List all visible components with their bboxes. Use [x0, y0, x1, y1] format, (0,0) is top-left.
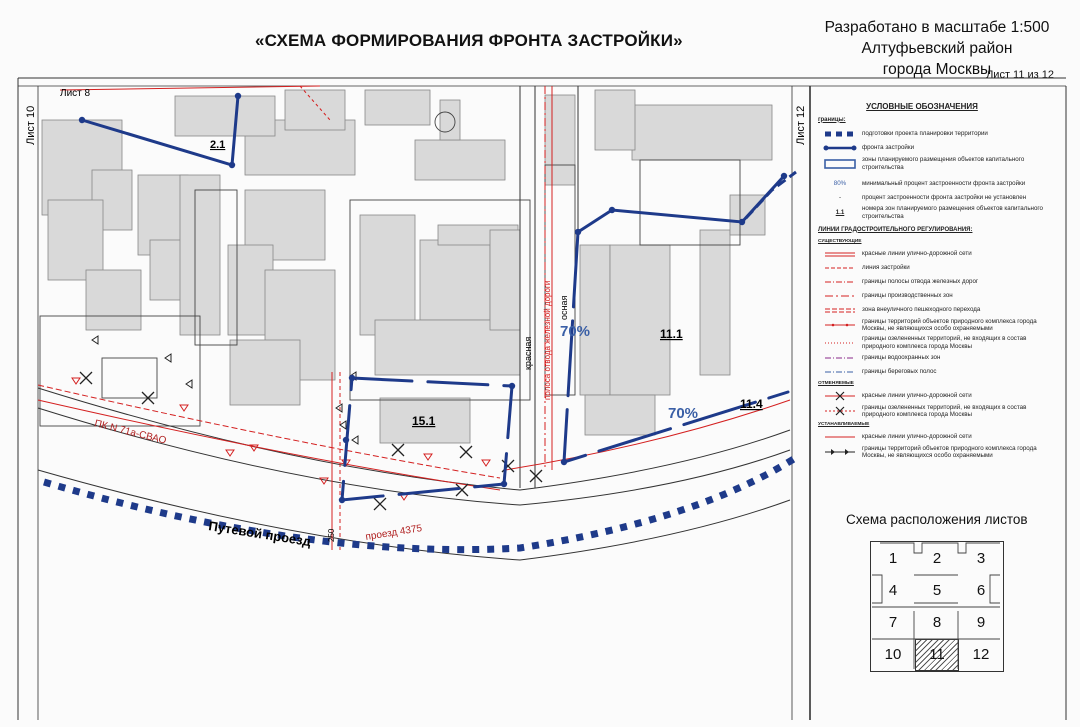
zone-label-15-1: 15.1: [412, 414, 436, 428]
legend-item: линия застройки: [818, 262, 1050, 274]
red-line-osnovnaya-label: осная: [559, 296, 569, 320]
legend-item: границы территорий объектов природного к…: [818, 445, 1050, 460]
sheet-left-label: Лист 10: [25, 106, 37, 145]
frontage-line-icon: [818, 142, 862, 154]
street-4375-label: проезд 4375: [365, 523, 424, 543]
legend-item: границы производственных зон: [818, 290, 1050, 302]
blue-dashed-thick-icon: [818, 128, 862, 140]
legend-sub-cancelled: ОТМЕНЯЕМЫЕ: [818, 381, 854, 387]
legend-item: границы территорий объектов природного к…: [818, 318, 1050, 333]
legend-item: 1.1 номера зон планируемого размещения о…: [818, 205, 1050, 220]
page-title: «СХЕМА ФОРМИРОВАНИЯ ФРОНТА ЗАСТРОЙКИ»: [255, 31, 683, 50]
key-cell-12: 12: [972, 646, 990, 664]
legend-panel: УСЛОВНЫЕ ОБОЗНАЧЕНИЯ границы: подготовки…: [818, 103, 1050, 462]
legend-sub-existing: СУЩЕСТВУЮЩИЕ: [818, 239, 862, 245]
key-cell-1: 1: [888, 549, 898, 567]
planning-boundary: [43, 452, 802, 554]
legend-section-lines: ЛИНИИ ГРАДОСТРОИТЕЛЬНОГО РЕГУЛИРОВАНИЯ:: [818, 226, 973, 233]
cancelled-marks: [79, 371, 543, 511]
water-zone-line-icon: [818, 352, 862, 364]
key-cell-8: 8: [932, 614, 942, 632]
sheet-right-label: Лист 12: [795, 106, 807, 145]
legend-item: границы озелененных территорий, не входя…: [818, 404, 1050, 419]
red-regulation-lines: [37, 85, 791, 550]
key-cell-5: 5: [932, 581, 942, 599]
legend-item: границы озелененных территорий, не входя…: [818, 335, 1050, 350]
building-outlines: [39, 111, 741, 427]
black-triangles: [91, 335, 359, 445]
percent-label-left: 70%: [560, 323, 590, 340]
legend-item: - процент застроенности фронта застройки…: [818, 191, 1050, 203]
key-map-title: Схема расположения листов: [846, 512, 1028, 527]
sheet-frame: [17, 77, 1067, 720]
rail-row-label: полоса отвода железной дороги: [543, 281, 552, 400]
dash-marker: -: [838, 193, 842, 201]
zone-label-11-4: 11.4: [740, 397, 763, 411]
red-production-line-icon: [818, 290, 862, 302]
red-double-dash-icon: [818, 304, 862, 316]
key-cell-7: 7: [888, 614, 898, 632]
legend-item: красные линии улично-дорожной сети: [818, 431, 1050, 443]
legend-sub-established: УСТАНАВЛИВАЕМЫЕ: [818, 421, 870, 427]
shore-line-icon: [818, 366, 862, 378]
key-cell-11-current: 11: [915, 638, 959, 671]
established-red-line-icon: [818, 431, 862, 443]
black-triangle-line-icon: [818, 446, 862, 458]
cancelled-red-line-icon: [818, 390, 862, 402]
sheet-top-label: Лист 8: [60, 88, 91, 99]
zone-label-11-1: 11.1: [660, 327, 683, 341]
key-cell-2: 2: [932, 549, 942, 567]
key-cell-9: 9: [976, 614, 986, 632]
legend-section-borders: границы:: [818, 116, 846, 123]
legend-item: фронта застройки: [818, 142, 1050, 154]
red-fine-dots-icon: [818, 337, 862, 349]
legend-item: границы полосы отвода железных дорог: [818, 276, 1050, 288]
zone-number-marker: 1.1: [835, 209, 845, 217]
red-dash-line-icon: [818, 262, 862, 274]
legend-item: зона внеуличного пешеходного перехода: [818, 304, 1050, 316]
legend-title: УСЛОВНЫЕ ОБОЗНАЧЕНИЯ: [866, 102, 978, 111]
key-cell-3: 3: [976, 549, 986, 567]
district-label: Алтуфьевский район: [861, 40, 1013, 57]
red-line-krasnaya-label: красная: [523, 337, 533, 370]
legend-item: зоны планируемого размещения объектов ка…: [818, 156, 1050, 171]
key-cell-6: 6: [976, 581, 986, 599]
dimension-250-label: 250: [327, 528, 336, 542]
percent-label-right: 70%: [668, 405, 698, 422]
cancelled-green-line-icon: [818, 405, 862, 417]
frontage-dots: [78, 92, 788, 504]
legend-item: 80% минимальный процент застроенности фр…: [818, 177, 1050, 189]
percent-marker: 80%: [833, 179, 847, 187]
legend-item: подготовки проекта планировки территории: [818, 128, 1050, 140]
scale-label: Разработано в масштабе 1:500: [824, 19, 1050, 36]
red-double-line-icon: [818, 248, 862, 260]
existing-buildings: [41, 89, 773, 444]
legend-item: красные линии улично-дорожной сети: [818, 248, 1050, 260]
title-block: Разработано в масштабе 1:500 Алтуфьевски…: [812, 17, 1062, 80]
legend-item: красные линии улично-дорожной сети: [818, 390, 1050, 402]
zone-label-2-1: 2.1: [210, 139, 225, 151]
key-cell-4: 4: [888, 581, 898, 599]
city-label: города Москвы: [882, 61, 992, 78]
key-map-grid: 1 2 3 4 5 6 7 8 9 10 11 12: [870, 541, 1004, 672]
legend-item: границы водоохранных зон: [818, 352, 1050, 364]
key-cell-10: 10: [884, 646, 902, 664]
zone-box-icon: [818, 158, 862, 170]
red-dashdot-line-icon: [818, 276, 862, 288]
red-line-dots-icon: [818, 319, 862, 331]
street-putevoy-label: Путевой проезд: [208, 518, 313, 549]
legend-item: границы береговых полос: [818, 366, 1050, 378]
